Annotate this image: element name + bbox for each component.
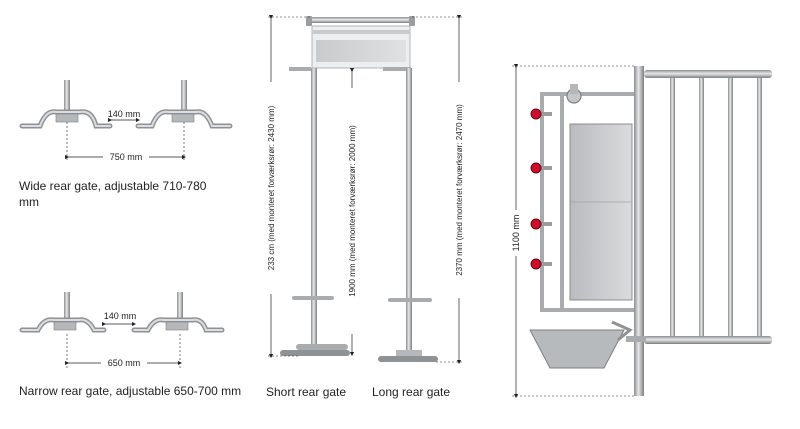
wide-gate-gap-label: 140 mm <box>108 109 141 119</box>
narrow-gate-drawing <box>19 292 225 333</box>
long-gate-height-dimension: 2370 mm (med monteret forværksrør: 2470 … <box>412 14 465 365</box>
warning-lamp <box>530 218 542 230</box>
short-rear-gate-caption: Short rear gate <box>266 385 347 399</box>
long-gate-height-label: 2370 mm (med monteret forværksrør: 2470 … <box>455 104 464 276</box>
narrow-gate-width-dimension: 650 mm <box>64 334 183 368</box>
wide-gate-gap-dimension: 140 mm <box>108 109 141 123</box>
narrow-gate-width-label: 650 mm <box>108 358 141 368</box>
warning-lamp <box>530 108 542 120</box>
short-gate-height-dimension: 233 cm (med monteret forværksrør: 2430 m… <box>265 14 310 359</box>
narrow-gate-gap-label: 140 mm <box>104 311 137 321</box>
warning-lamps <box>530 108 542 270</box>
wide-gate-drawing <box>19 80 233 129</box>
wide-gate-width-label: 750 mm <box>110 152 143 162</box>
rear-gate-pair-drawing <box>280 16 438 362</box>
warning-lamp <box>530 258 542 270</box>
long-rear-gate-caption: Long rear gate <box>372 385 451 399</box>
wide-gate-caption: Wide rear gate, adjustable 710-780 mm <box>19 179 207 209</box>
warning-lamp <box>530 162 542 174</box>
long-gate-inner-height-dimension: 1900 mm (med monteret forværksrør: 2000 … <box>346 67 358 357</box>
long-gate-inner-height-label: 1900 mm (med monteret forværksrør: 2000 … <box>348 125 357 297</box>
short-gate-height-label: 233 cm (med monteret forværksrør: 2430 m… <box>267 105 276 270</box>
side-view-height-label: 1100 mm <box>511 215 521 252</box>
narrow-gate-gap-dimension: 140 mm <box>101 311 137 327</box>
side-view-height-dimension: 1100 mm <box>510 63 634 399</box>
side-view-drawing <box>529 66 772 396</box>
wide-gate-width-dimension: 750 mm <box>64 122 187 162</box>
narrow-gate-caption: Narrow rear gate, adjustable 650-700 mm <box>19 384 242 398</box>
